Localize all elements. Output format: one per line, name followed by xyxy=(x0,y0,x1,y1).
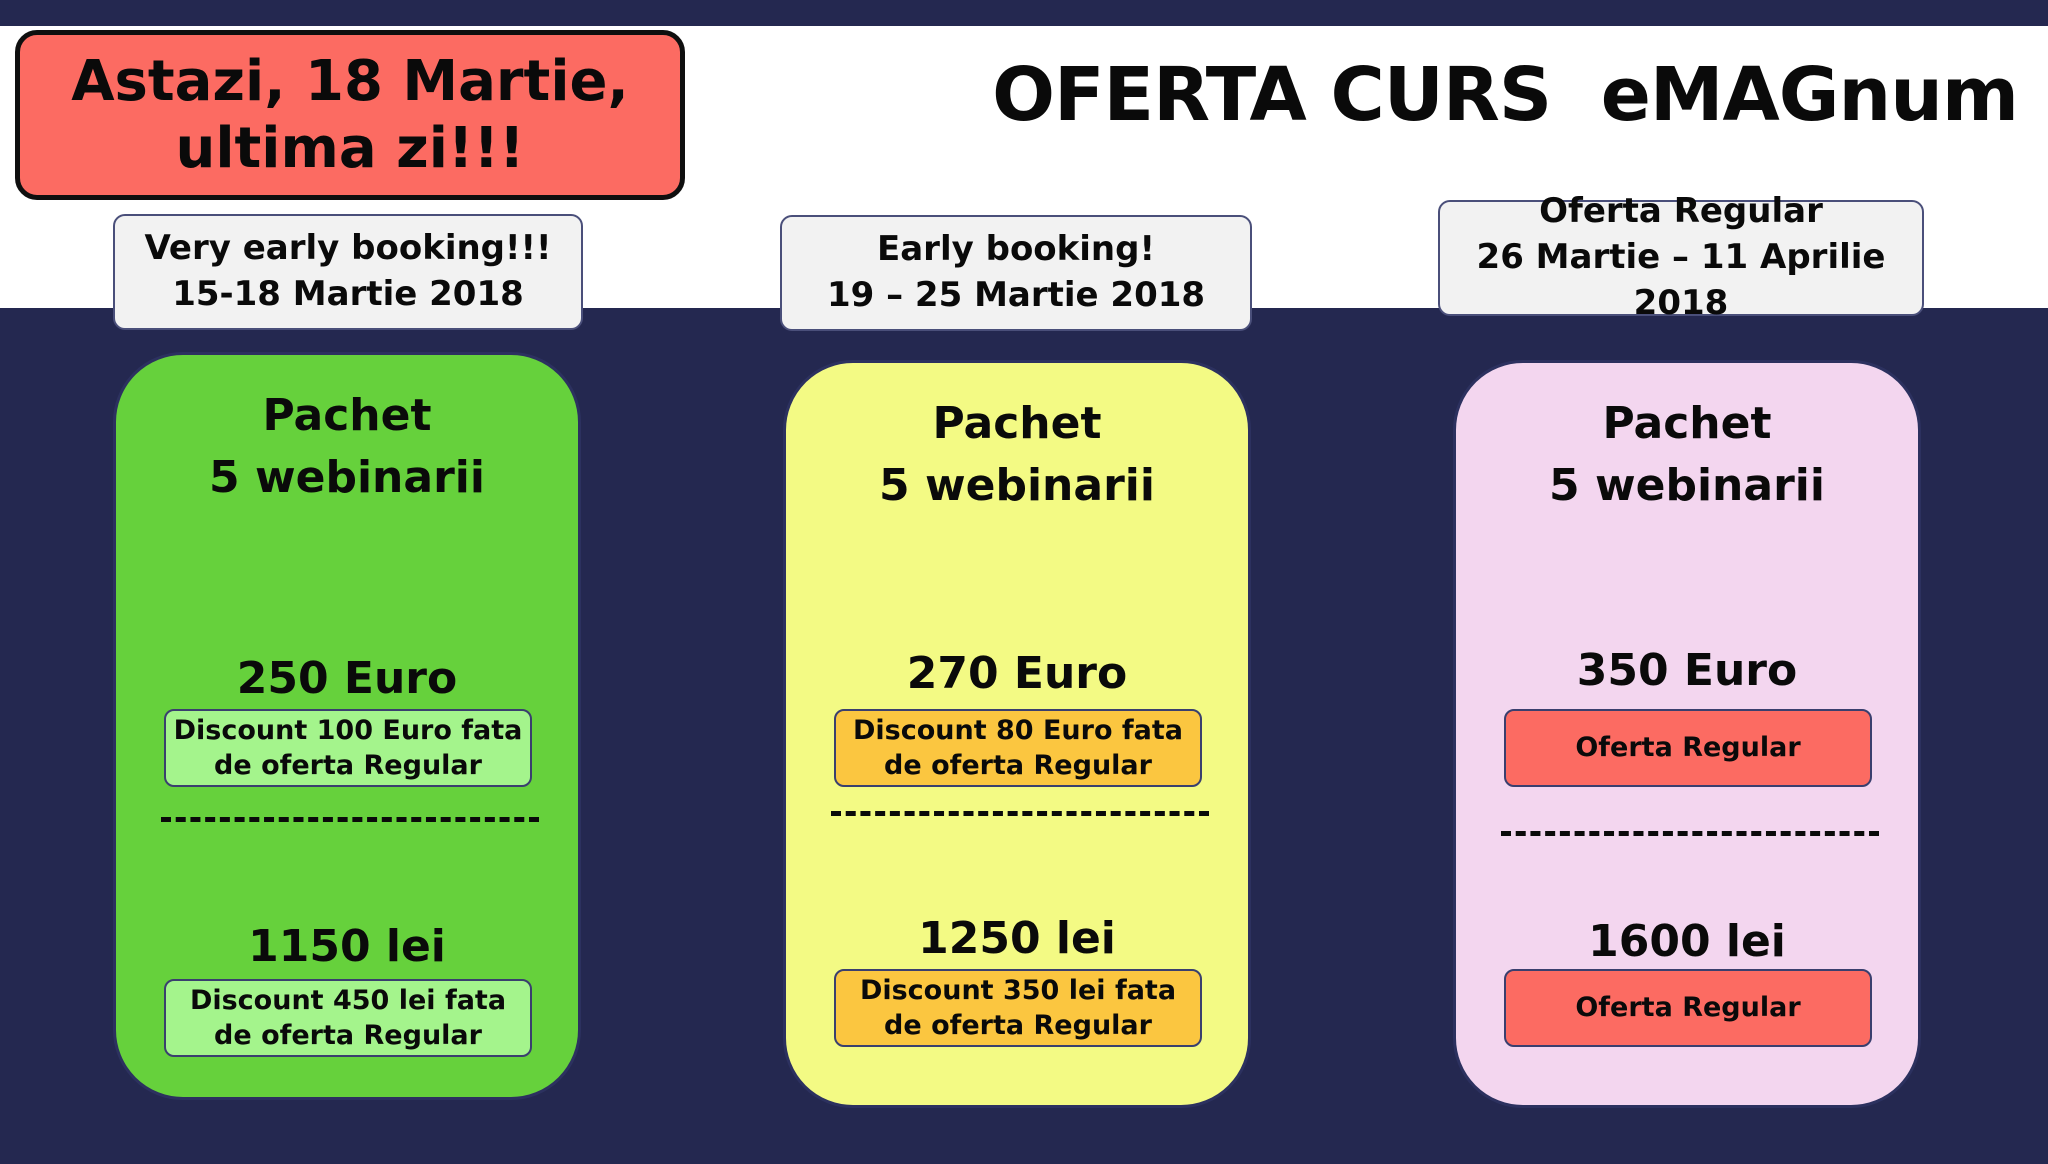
divider xyxy=(831,811,1209,816)
package-title: Pachet 5 webinarii xyxy=(786,393,1248,516)
lei-discount-note: Discount 450 lei fata de oferta Regular xyxy=(164,979,532,1057)
period-dates: 15-18 Martie 2018 xyxy=(172,274,524,314)
period-label-very-early: Very early booking!!! 15-18 Martie 2018 xyxy=(113,214,583,330)
divider xyxy=(161,817,539,822)
period-label-early: Early booking! 19 – 25 Martie 2018 xyxy=(780,215,1252,331)
package-title-line1: Pachet xyxy=(932,398,1102,449)
package-title-line1: Pachet xyxy=(1602,398,1772,449)
lei-price: 1150 lei xyxy=(248,921,446,972)
euro-price: 350 Euro xyxy=(1576,645,1798,696)
package-title-line2: 5 webinarii xyxy=(879,459,1155,511)
lei-regular-note: Oferta Regular xyxy=(1504,969,1872,1047)
package-title: Pachet 5 webinarii xyxy=(116,385,578,508)
package-card-very-early: Pachet 5 webinarii 250 Euro Discount 100… xyxy=(113,352,581,1100)
package-title-line1: Pachet xyxy=(262,390,432,441)
euro-price: 270 Euro xyxy=(906,648,1128,699)
period-label-regular: Oferta Regular 26 Martie – 11 Aprilie 20… xyxy=(1438,191,1924,323)
package-title-line2: 5 webinarii xyxy=(1549,459,1825,511)
package-card-early: Pachet 5 webinarii 270 Euro Discount 80 … xyxy=(783,360,1251,1108)
euro-price: 250 Euro xyxy=(236,653,458,704)
package-card-regular: Pachet 5 webinarii 350 Euro Oferta Regul… xyxy=(1453,360,1921,1108)
period-dates: 26 Martie – 11 Aprilie 2018 xyxy=(1476,237,1886,323)
lei-price: 1600 lei xyxy=(1588,916,1786,967)
top-bar xyxy=(0,0,2048,26)
euro-discount-note: Discount 80 Euro fata de oferta Regular xyxy=(834,709,1202,787)
period-name: Oferta Regular xyxy=(1539,191,1823,232)
lei-price: 1250 lei xyxy=(918,913,1116,964)
divider xyxy=(1501,831,1879,836)
lei-discount-note: Discount 350 lei fata de oferta Regular xyxy=(834,969,1202,1047)
package-title-line2: 5 webinarii xyxy=(209,451,485,503)
period-name: Early booking! xyxy=(877,229,1155,270)
euro-discount-note: Discount 100 Euro fata de oferta Regular xyxy=(164,709,532,787)
period-dates: 19 – 25 Martie 2018 xyxy=(826,275,1206,315)
package-title: Pachet 5 webinarii xyxy=(1456,393,1918,516)
period-name: Very early booking!!! xyxy=(144,228,552,269)
page-title: OFERTA CURS eMAGnum xyxy=(992,52,2019,138)
euro-regular-note: Oferta Regular xyxy=(1504,709,1872,787)
promo-banner: Astazi, 18 Martie, ultima zi!!! xyxy=(15,30,685,200)
